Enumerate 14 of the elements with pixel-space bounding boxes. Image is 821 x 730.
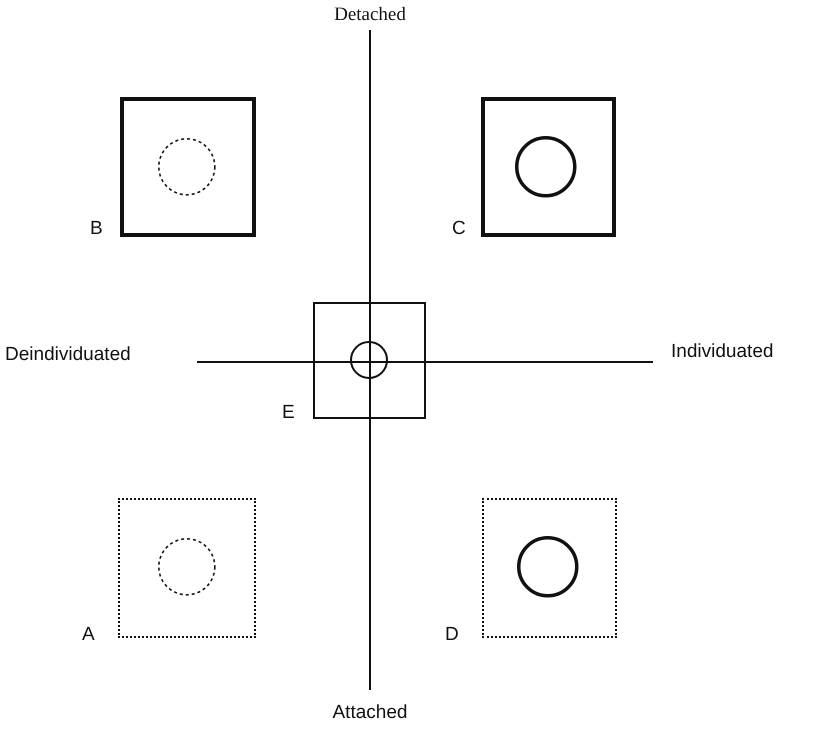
corner-letter: B bbox=[90, 219, 103, 238]
circle-marker bbox=[514, 135, 578, 199]
axis-label: Detached bbox=[334, 5, 406, 24]
circle-marker bbox=[349, 340, 389, 380]
circle-marker bbox=[157, 537, 217, 597]
axis-label: Attached bbox=[332, 703, 408, 722]
circle-marker bbox=[516, 535, 580, 599]
circle-marker bbox=[157, 137, 217, 197]
corner-letter: A bbox=[82, 625, 95, 644]
corner-letter: D bbox=[445, 625, 459, 644]
axis-label: Deindividuated bbox=[5, 345, 131, 364]
corner-letter: C bbox=[452, 219, 466, 238]
axis-label: Individuated bbox=[671, 342, 774, 361]
corner-letter: E bbox=[282, 403, 295, 422]
